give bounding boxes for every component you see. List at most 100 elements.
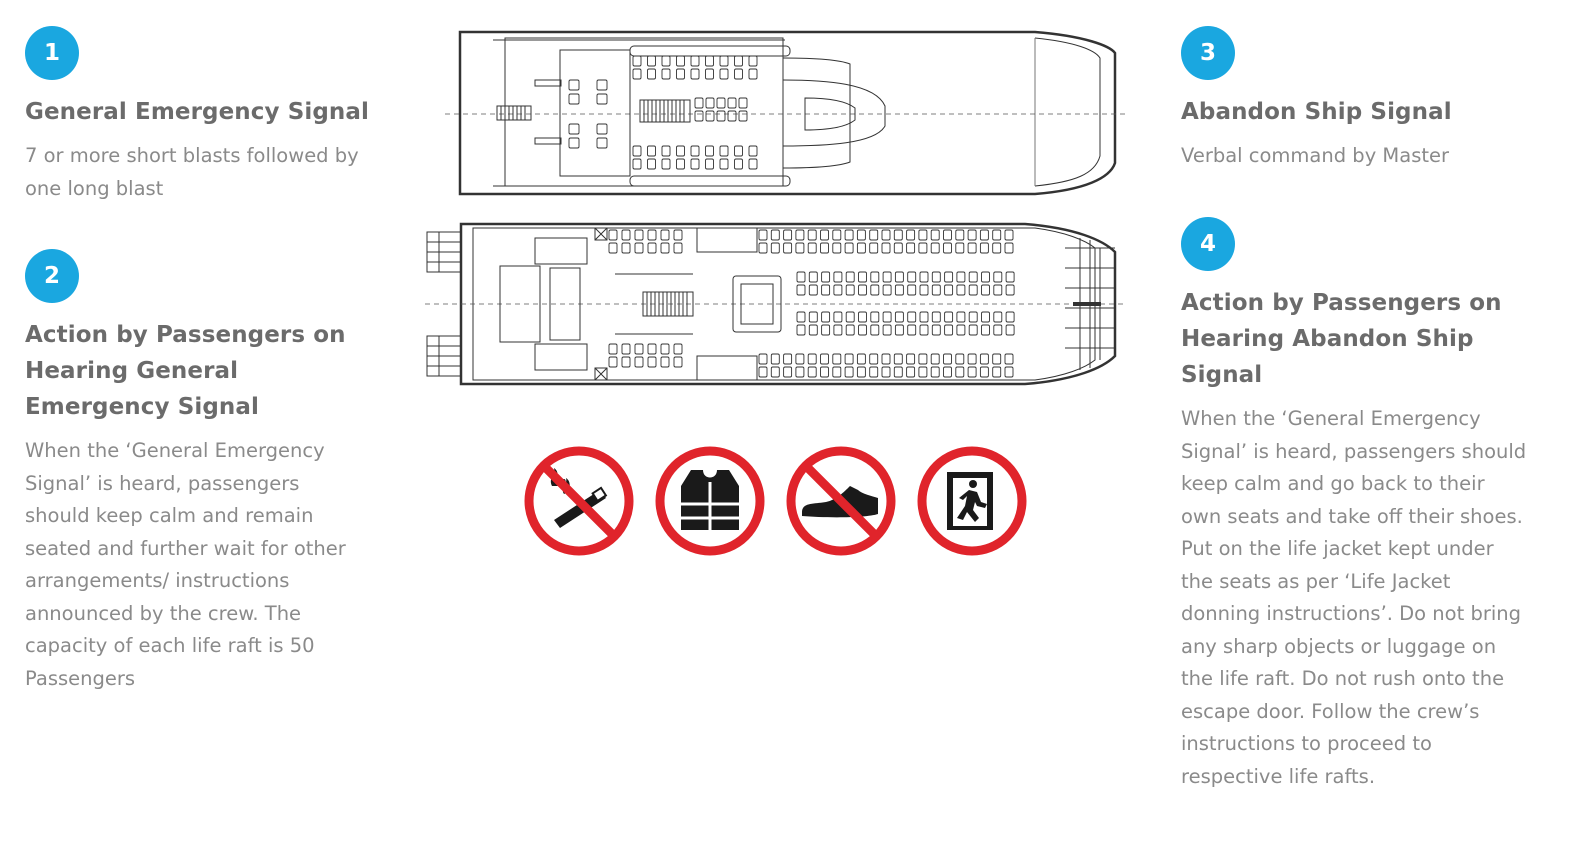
seat bbox=[734, 68, 743, 80]
seat bbox=[918, 366, 928, 378]
seat bbox=[869, 242, 879, 254]
seat bbox=[845, 284, 855, 296]
section-body: Verbal command by Master bbox=[1181, 144, 1450, 167]
seat bbox=[894, 284, 904, 296]
seat bbox=[568, 123, 580, 135]
seat bbox=[596, 79, 608, 91]
step-badge-3: 3 bbox=[1181, 26, 1235, 80]
seat bbox=[808, 271, 818, 283]
seat bbox=[844, 242, 854, 254]
seat bbox=[647, 229, 657, 241]
seat bbox=[833, 324, 843, 336]
seat bbox=[881, 242, 891, 254]
section-title: Action by Passengers on Hearing General … bbox=[25, 322, 346, 420]
seat bbox=[634, 343, 644, 355]
seat bbox=[758, 353, 768, 365]
seat bbox=[795, 366, 805, 378]
seat bbox=[906, 366, 916, 378]
step-badge-4: 4 bbox=[1181, 217, 1235, 271]
seat bbox=[734, 55, 743, 67]
seat bbox=[906, 242, 916, 254]
seat bbox=[944, 324, 954, 336]
safety-signs bbox=[524, 446, 1028, 558]
seat bbox=[943, 353, 952, 365]
main-deck-plan bbox=[425, 222, 1125, 386]
seat bbox=[981, 271, 990, 283]
seat bbox=[919, 284, 929, 296]
section-action-general: 2 Action by Passengers on Hearing Genera… bbox=[25, 249, 375, 695]
seat bbox=[893, 229, 903, 241]
seat bbox=[807, 229, 817, 241]
seat bbox=[1004, 229, 1014, 241]
seat bbox=[858, 284, 867, 296]
seat bbox=[907, 324, 917, 336]
seat bbox=[1005, 271, 1015, 283]
seat bbox=[694, 110, 704, 122]
seat bbox=[568, 137, 580, 149]
seat bbox=[596, 137, 608, 149]
seat bbox=[943, 366, 952, 378]
seat bbox=[690, 145, 700, 157]
seat bbox=[919, 311, 929, 323]
seat bbox=[634, 356, 644, 368]
seat bbox=[1004, 366, 1014, 378]
seat bbox=[956, 324, 966, 336]
seat bbox=[930, 242, 940, 254]
seat bbox=[979, 229, 989, 241]
section-action-abandon: 4 Action by Passengers on Hearing Abando… bbox=[1181, 217, 1541, 793]
seat bbox=[858, 271, 867, 283]
seat bbox=[968, 311, 978, 323]
section-body: When the ‘General Emergency Signal’ is h… bbox=[1181, 407, 1527, 788]
seat bbox=[795, 242, 805, 254]
seat bbox=[967, 353, 977, 365]
seat bbox=[993, 271, 1003, 283]
step-badge-1: 1 bbox=[25, 26, 79, 80]
seat bbox=[661, 145, 671, 157]
seat bbox=[981, 311, 990, 323]
seat bbox=[758, 242, 768, 254]
section-abandon-ship-signal: 3 Abandon Ship Signal Verbal command by … bbox=[1181, 26, 1541, 173]
seat bbox=[705, 68, 714, 80]
seat bbox=[676, 55, 685, 67]
seat bbox=[968, 271, 978, 283]
seat bbox=[856, 242, 866, 254]
seat bbox=[661, 55, 671, 67]
seat bbox=[647, 242, 657, 254]
seat bbox=[968, 324, 978, 336]
no-smoking-icon bbox=[524, 446, 634, 556]
seat bbox=[608, 242, 618, 254]
seat bbox=[820, 366, 829, 378]
no-shoes-icon bbox=[786, 446, 896, 556]
seat bbox=[858, 324, 867, 336]
seat bbox=[661, 68, 671, 80]
seat bbox=[832, 229, 842, 241]
seat bbox=[748, 55, 758, 67]
seat bbox=[907, 271, 917, 283]
seat bbox=[832, 353, 842, 365]
seat bbox=[956, 311, 966, 323]
section-title: General Emergency Signal bbox=[25, 99, 369, 125]
seat bbox=[808, 284, 818, 296]
seat bbox=[568, 93, 580, 105]
seat bbox=[968, 284, 978, 296]
seat bbox=[893, 353, 903, 365]
seat bbox=[992, 366, 1002, 378]
seat bbox=[608, 343, 618, 355]
seat bbox=[673, 242, 683, 254]
seat bbox=[844, 366, 854, 378]
seat bbox=[869, 366, 879, 378]
seat bbox=[967, 229, 977, 241]
seat bbox=[1004, 353, 1014, 365]
seat bbox=[955, 366, 965, 378]
seat bbox=[783, 366, 793, 378]
seat bbox=[881, 353, 891, 365]
seat bbox=[647, 145, 656, 157]
seat bbox=[621, 229, 631, 241]
seat bbox=[676, 68, 685, 80]
seat bbox=[869, 353, 879, 365]
seat bbox=[944, 284, 954, 296]
seat bbox=[770, 242, 780, 254]
seat bbox=[870, 271, 880, 283]
seat bbox=[943, 242, 952, 254]
seat bbox=[673, 343, 683, 355]
